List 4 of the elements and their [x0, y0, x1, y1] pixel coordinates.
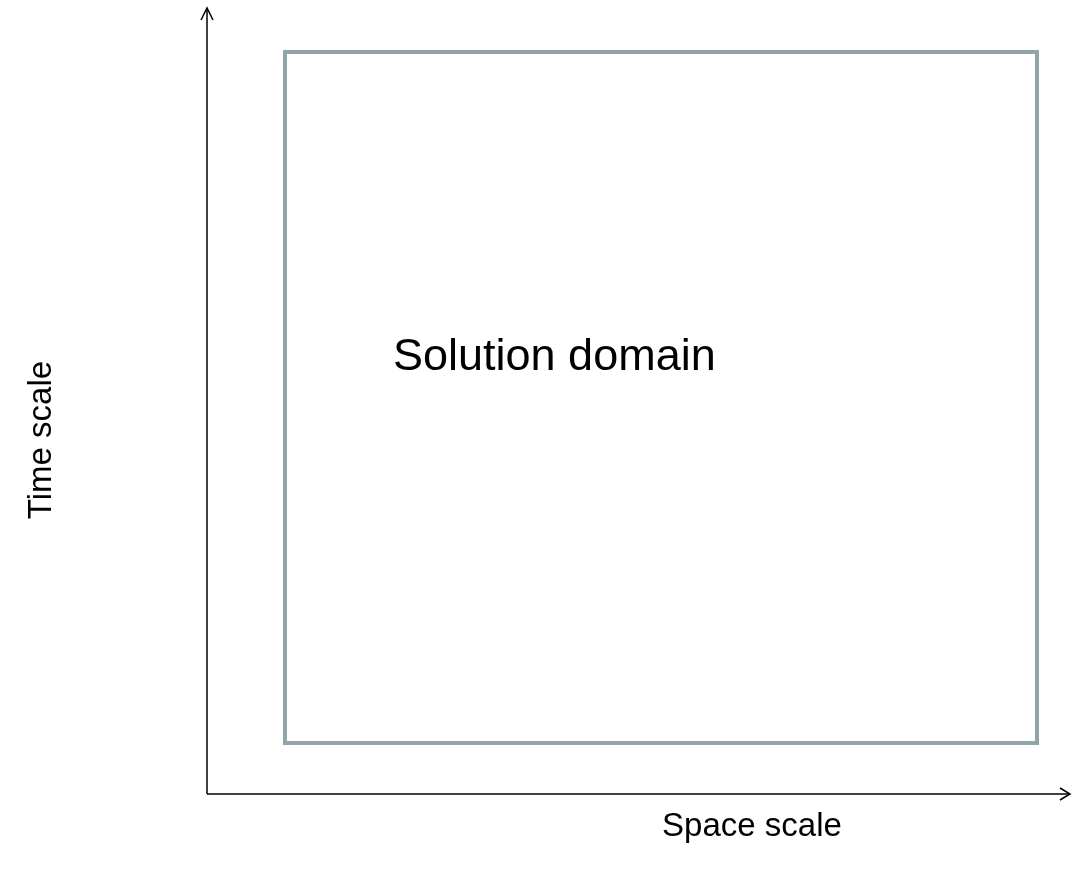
y-axis-label: Time scale — [21, 360, 59, 520]
box-label: Solution domain — [393, 329, 716, 381]
domain-box — [283, 50, 1039, 745]
x-axis-label: Space scale — [662, 806, 842, 844]
